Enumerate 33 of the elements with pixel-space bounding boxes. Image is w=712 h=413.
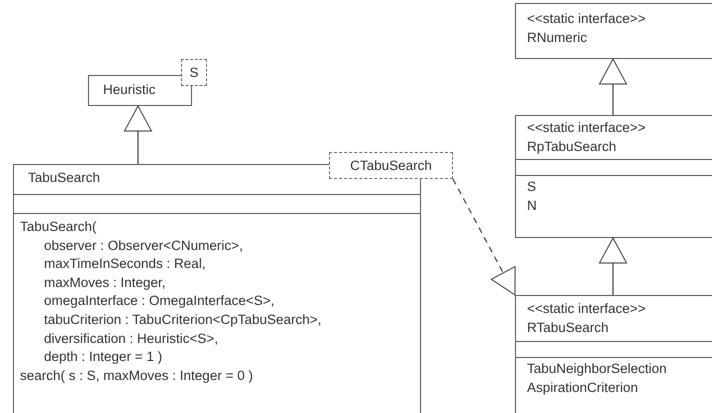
class-box bbox=[515, 3, 712, 59]
class-box bbox=[88, 75, 192, 106]
template-parameter: S bbox=[189, 65, 198, 80]
operation-text: tabuCriterion : TabuCriterion<CpTabuSearch>, bbox=[43, 310, 322, 329]
inheritance-arrow bbox=[124, 106, 152, 164]
template-parameter-box bbox=[181, 59, 207, 86]
operation-text: search( s : S, maxMoves : Integer = 0 ) bbox=[20, 366, 254, 385]
stereotype-label: <<static interface>> bbox=[527, 300, 647, 318]
operation-text: TabuSearch( bbox=[20, 218, 98, 236]
operation-text: diversification : Heuristic<S>, bbox=[43, 330, 220, 348]
stereotype-label: <<static interface>> bbox=[527, 119, 647, 137]
stereotype-label: <<static interface>> bbox=[527, 10, 647, 28]
attribute-text: TabuNeighborSelection bbox=[527, 360, 668, 378]
inheritance-arrow bbox=[599, 58, 627, 115]
operation-text: depth : Integer = 1 ) bbox=[43, 348, 164, 366]
template-parameter: CTabuSearch bbox=[350, 158, 432, 173]
operation-text: observer : Observer<CNumeric>, bbox=[43, 236, 244, 255]
attribute-text: S bbox=[527, 178, 538, 196]
realization-arrow bbox=[452, 178, 516, 296]
inheritance-arrow bbox=[599, 238, 627, 295]
stereotype-label: Heuristic bbox=[103, 81, 157, 99]
template-parameter-box bbox=[329, 152, 453, 179]
class-name: RpTabuSearch bbox=[527, 138, 618, 156]
attribute-text: N bbox=[527, 196, 538, 215]
operation-text: maxMoves : Integer, bbox=[43, 274, 167, 292]
class-box bbox=[515, 115, 712, 238]
operation-text: maxTimeInSeconds : Real, bbox=[43, 255, 207, 274]
class-name: TabuSearch bbox=[28, 169, 102, 187]
class-name: RNumeric bbox=[527, 28, 588, 47]
attribute-text: AspirationCriterion bbox=[527, 378, 640, 397]
class-name: RTabuSearch bbox=[527, 318, 610, 337]
class-box bbox=[515, 295, 712, 413]
operation-text: omegaInterface : OmegaInterface<S>, bbox=[43, 292, 276, 310]
